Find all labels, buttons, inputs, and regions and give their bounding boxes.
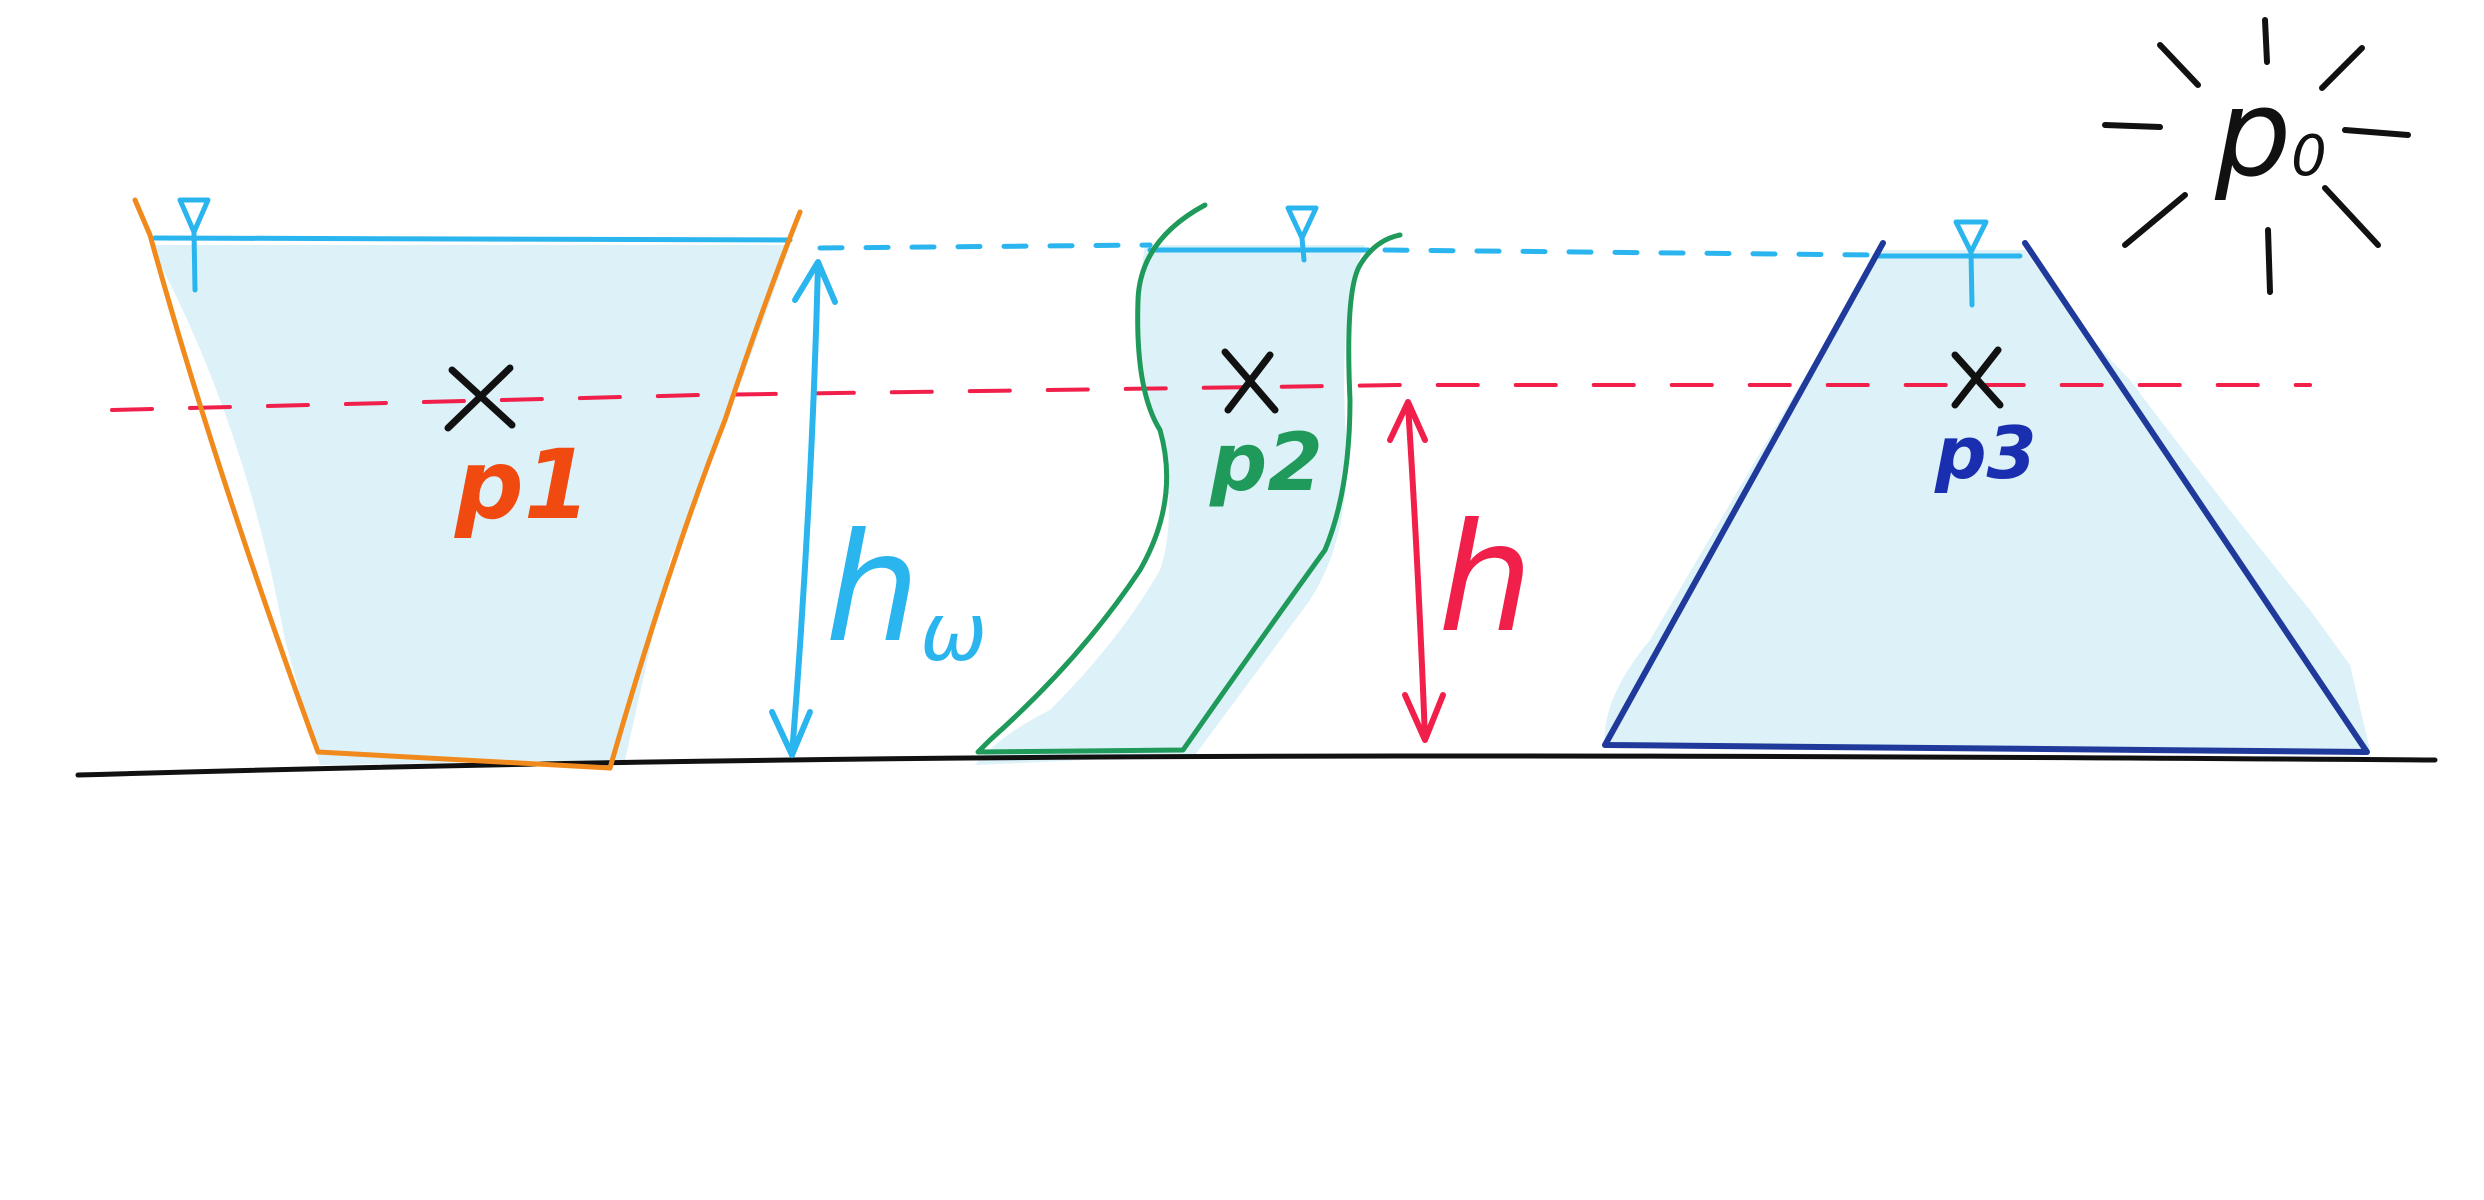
vessel-2-outline xyxy=(975,202,1403,755)
label-p1: p1 xyxy=(454,429,591,541)
depth-arrow xyxy=(1387,399,1446,743)
h-arrowhead-top xyxy=(1387,399,1428,443)
vessel-3-water xyxy=(1604,250,2370,750)
sun-ray-right xyxy=(2342,127,2411,138)
sun-icon xyxy=(2102,17,2411,295)
sun-ray-top xyxy=(2262,17,2270,65)
vessel-1-water xyxy=(150,245,790,765)
vessel-2-water xyxy=(975,245,1365,765)
vessel-3-outline xyxy=(1602,240,2370,755)
hw-arrowhead-bottom xyxy=(769,709,813,758)
surface-marker-1 xyxy=(177,197,211,293)
label-hw-sub: ω xyxy=(920,586,987,679)
common-surface-dotted xyxy=(817,242,1153,251)
label-p0: p0 xyxy=(2214,65,2327,204)
label-h: h xyxy=(1438,492,1533,666)
surface-marker-3 xyxy=(1953,219,1989,308)
label-p0-sub: 0 xyxy=(2291,124,2327,189)
surface-marker-2 xyxy=(1285,205,1319,263)
hw-arrowhead-top xyxy=(792,259,838,305)
ground-line xyxy=(75,753,2438,778)
label-hw-main: h xyxy=(825,502,920,676)
common-surface-dotted-2 xyxy=(1382,247,1878,258)
vessel-1-surface xyxy=(152,235,793,243)
hw-shaft xyxy=(789,262,821,758)
sun-ray-bottom xyxy=(2265,227,2273,295)
sun-ray-bottom-right xyxy=(2322,185,2381,248)
label-p2: p2 xyxy=(1209,416,1323,509)
water-height-arrow xyxy=(769,259,838,758)
water-fills xyxy=(150,245,2370,765)
sun-ray-top-right xyxy=(2319,45,2365,91)
point-1-cross xyxy=(444,364,516,432)
label-hw: hω xyxy=(825,502,987,679)
reference-depth-line xyxy=(110,383,2312,412)
label-p3: p3 xyxy=(1934,411,2037,495)
cross-marker-icon xyxy=(444,346,2004,432)
sun-ray-left xyxy=(2102,122,2163,130)
h-shaft xyxy=(1405,402,1428,741)
point-2-cross xyxy=(1221,348,1279,414)
free-surface-triangle-icon xyxy=(177,197,1989,308)
label-p0-main: p xyxy=(2214,65,2291,204)
free-surface-lines xyxy=(152,235,2023,259)
point-3-cross xyxy=(1951,346,2004,409)
sun-ray-top-left xyxy=(2157,42,2201,88)
sun-ray-bottom-left xyxy=(2122,192,2188,248)
h-arrowhead-bottom xyxy=(1402,692,1446,743)
vessel-1-outline xyxy=(132,197,803,771)
